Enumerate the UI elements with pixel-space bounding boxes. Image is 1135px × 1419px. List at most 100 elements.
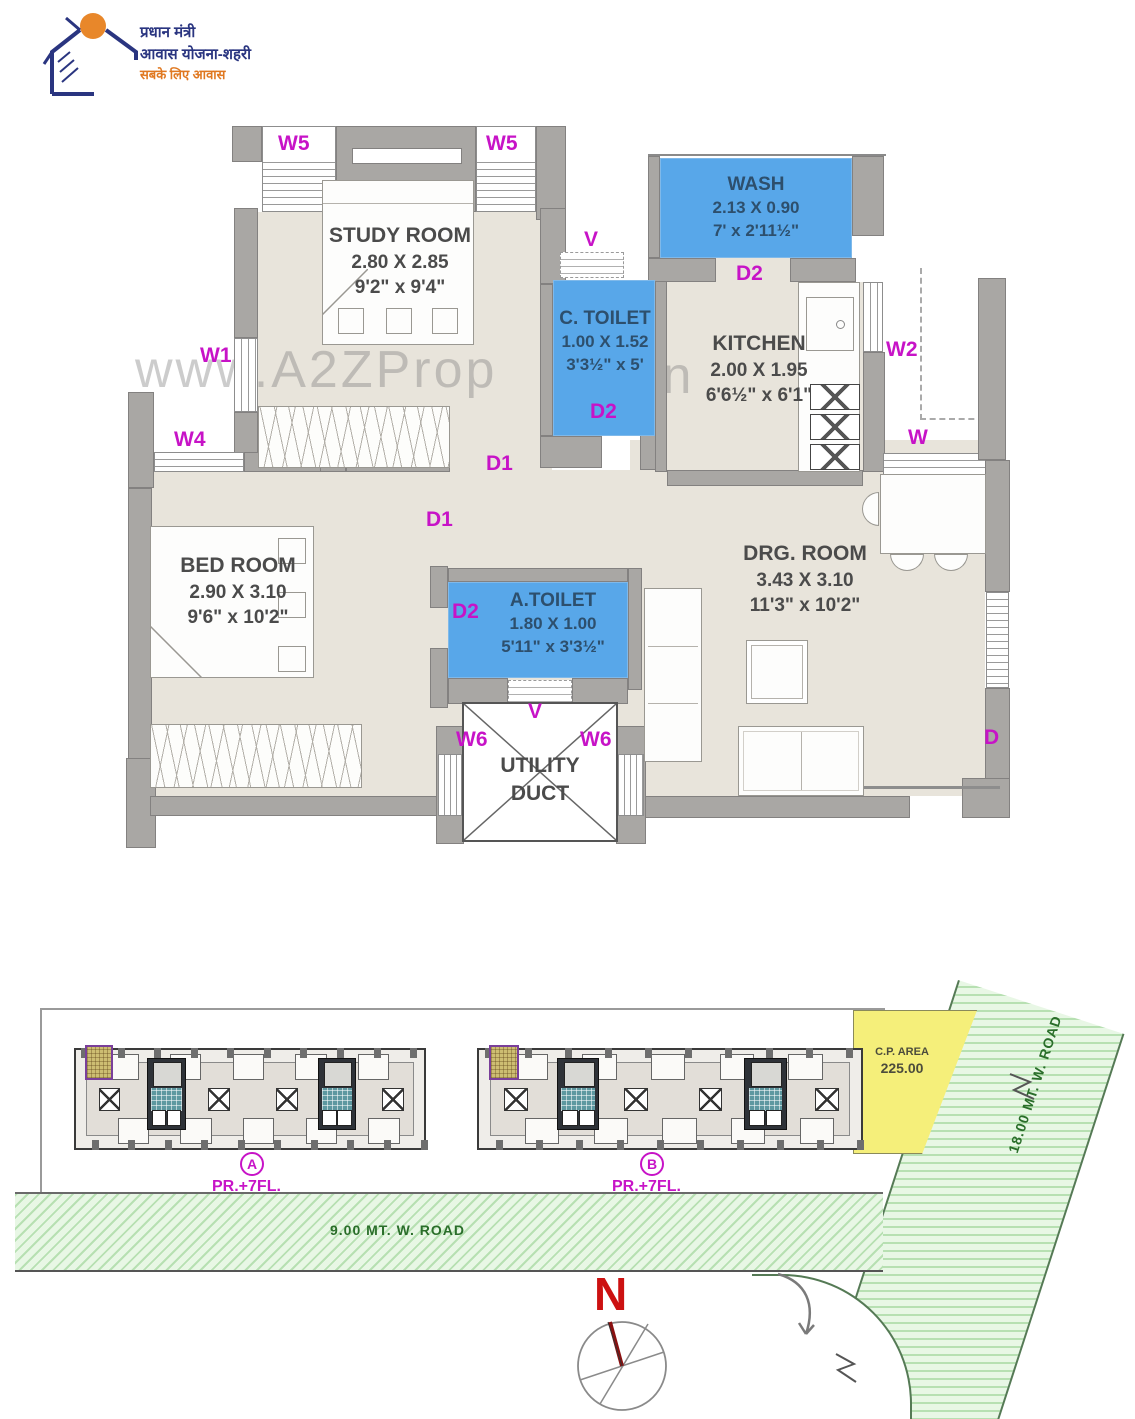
building-detail	[232, 1053, 264, 1081]
mark-d2-ctoilet: D2	[590, 400, 617, 423]
w5-left-labelbox	[263, 127, 335, 161]
cp-area-label: C.P. AREA 225.00	[875, 1046, 929, 1076]
building-detail	[605, 1048, 613, 1058]
wash-left-wall	[648, 156, 660, 258]
building-detail	[91, 1140, 99, 1150]
sofa-two-seater	[738, 726, 864, 796]
c-toilet-room	[553, 280, 655, 436]
wash-bottom-wall-right	[790, 258, 856, 282]
building-detail	[656, 1140, 664, 1150]
building-detail	[776, 1140, 784, 1150]
building-detail	[765, 1048, 773, 1058]
center-table	[746, 640, 808, 704]
duct-vent	[508, 680, 572, 704]
north-label: N	[594, 1270, 627, 1320]
study-stool	[432, 308, 458, 334]
building-detail	[845, 1048, 853, 1058]
a-toilet-left-pillar-bottom	[430, 648, 448, 708]
mark-w1: W1	[200, 344, 232, 367]
building-detail	[410, 1048, 418, 1058]
bedroom-pillow	[278, 538, 306, 564]
logo-text-line3: सबके लिए आवास	[140, 66, 226, 82]
main-door-leaf	[740, 786, 1000, 789]
mark-d1-upper: D1	[486, 452, 513, 475]
bedroom-bottom-wall	[150, 796, 480, 816]
right-wall-top	[978, 278, 1006, 460]
building-detail	[128, 1140, 136, 1150]
building-detail	[650, 1053, 686, 1081]
building-detail	[337, 1048, 344, 1058]
dining-table	[880, 474, 986, 554]
building-detail	[484, 1048, 492, 1058]
logo-text-line1: प्रधान मंत्री	[140, 24, 196, 41]
wash-bottom-wall-left	[648, 258, 716, 282]
utility-duct-box	[462, 702, 618, 842]
building-detail	[817, 1140, 825, 1150]
building-detail	[857, 1140, 865, 1150]
mark-w6-left: W6	[456, 728, 488, 751]
building-detail	[382, 1088, 404, 1111]
drg-bottom-wall	[618, 796, 910, 818]
building-detail	[147, 1057, 186, 1131]
building-detail	[513, 1053, 548, 1081]
building-detail	[208, 1088, 230, 1111]
building-detail	[736, 1140, 744, 1150]
building-detail	[300, 1048, 308, 1058]
mark-v-top: V	[584, 228, 599, 251]
building-detail	[373, 1048, 381, 1058]
building-detail	[190, 1048, 198, 1058]
a-toilet-bottom-wall-right	[572, 678, 628, 704]
building-detail	[799, 1117, 835, 1145]
mark-d-main: D	[984, 726, 1000, 749]
drg-room-label: DRG. ROOM 3.43 X 3.10 11'3" x 10'2"	[743, 542, 867, 616]
building-a-badge: A	[240, 1152, 264, 1176]
building-detail	[227, 1048, 235, 1058]
building-detail	[696, 1140, 704, 1150]
building-detail	[274, 1140, 282, 1150]
passage-floor	[448, 440, 552, 474]
study-left-wall-upper	[234, 208, 258, 338]
balcony-left-pillar	[232, 126, 262, 162]
building-detail	[788, 1053, 823, 1081]
window-w6-right	[618, 754, 644, 816]
sink-knob	[836, 320, 845, 329]
building-detail	[117, 1048, 125, 1058]
a-toilet-label: A.TOILET 1.80 X 1.00 5'11" x 3'3½"	[501, 590, 605, 656]
building-detail	[645, 1048, 653, 1058]
kitchen-stove-burner	[810, 414, 860, 440]
mark-d2-atoilet: D2	[452, 600, 479, 623]
building-detail	[616, 1140, 624, 1150]
building-detail	[576, 1140, 584, 1150]
corner-arrow-icon	[777, 1272, 815, 1335]
building-detail	[698, 1088, 723, 1111]
wash-door-floor	[716, 258, 790, 284]
mark-v-duct: V	[528, 700, 543, 723]
bed-room-label: BED ROOM 2.90 X 3.10 9'6" x 10'2"	[180, 554, 296, 628]
road-break-icon	[1009, 1073, 1035, 1100]
drg-corner-block	[962, 778, 1010, 818]
kitchen-right-wall	[863, 352, 885, 472]
building-a	[74, 1045, 428, 1150]
building-b-badge: B	[640, 1152, 664, 1176]
building-b	[477, 1045, 865, 1150]
window-w1	[234, 338, 258, 412]
building-detail	[815, 1088, 839, 1111]
building-detail	[164, 1140, 172, 1150]
kitchen-sink	[806, 297, 854, 351]
building-detail	[383, 1140, 391, 1150]
watermark-part1: www.A2ZProp	[135, 341, 498, 399]
mark-w5-left: W5	[278, 132, 310, 155]
open-area-dashed-v	[920, 268, 922, 420]
building-detail	[154, 1048, 162, 1058]
road-bottom-label: 9.00 MT. W. ROAD	[330, 1222, 466, 1238]
kitchen-stove-burner	[810, 444, 860, 470]
building-detail	[243, 1117, 275, 1145]
building-detail	[420, 1140, 428, 1150]
study-room-label: STUDY ROOM 2.80 X 2.85 9'2" x 9'4"	[329, 224, 471, 298]
building-detail	[503, 1088, 528, 1111]
a-toilet-right-wall	[628, 568, 642, 690]
mark-w6-right: W6	[580, 728, 612, 751]
building-detail	[201, 1140, 209, 1150]
bedroom-pillow	[278, 646, 306, 672]
